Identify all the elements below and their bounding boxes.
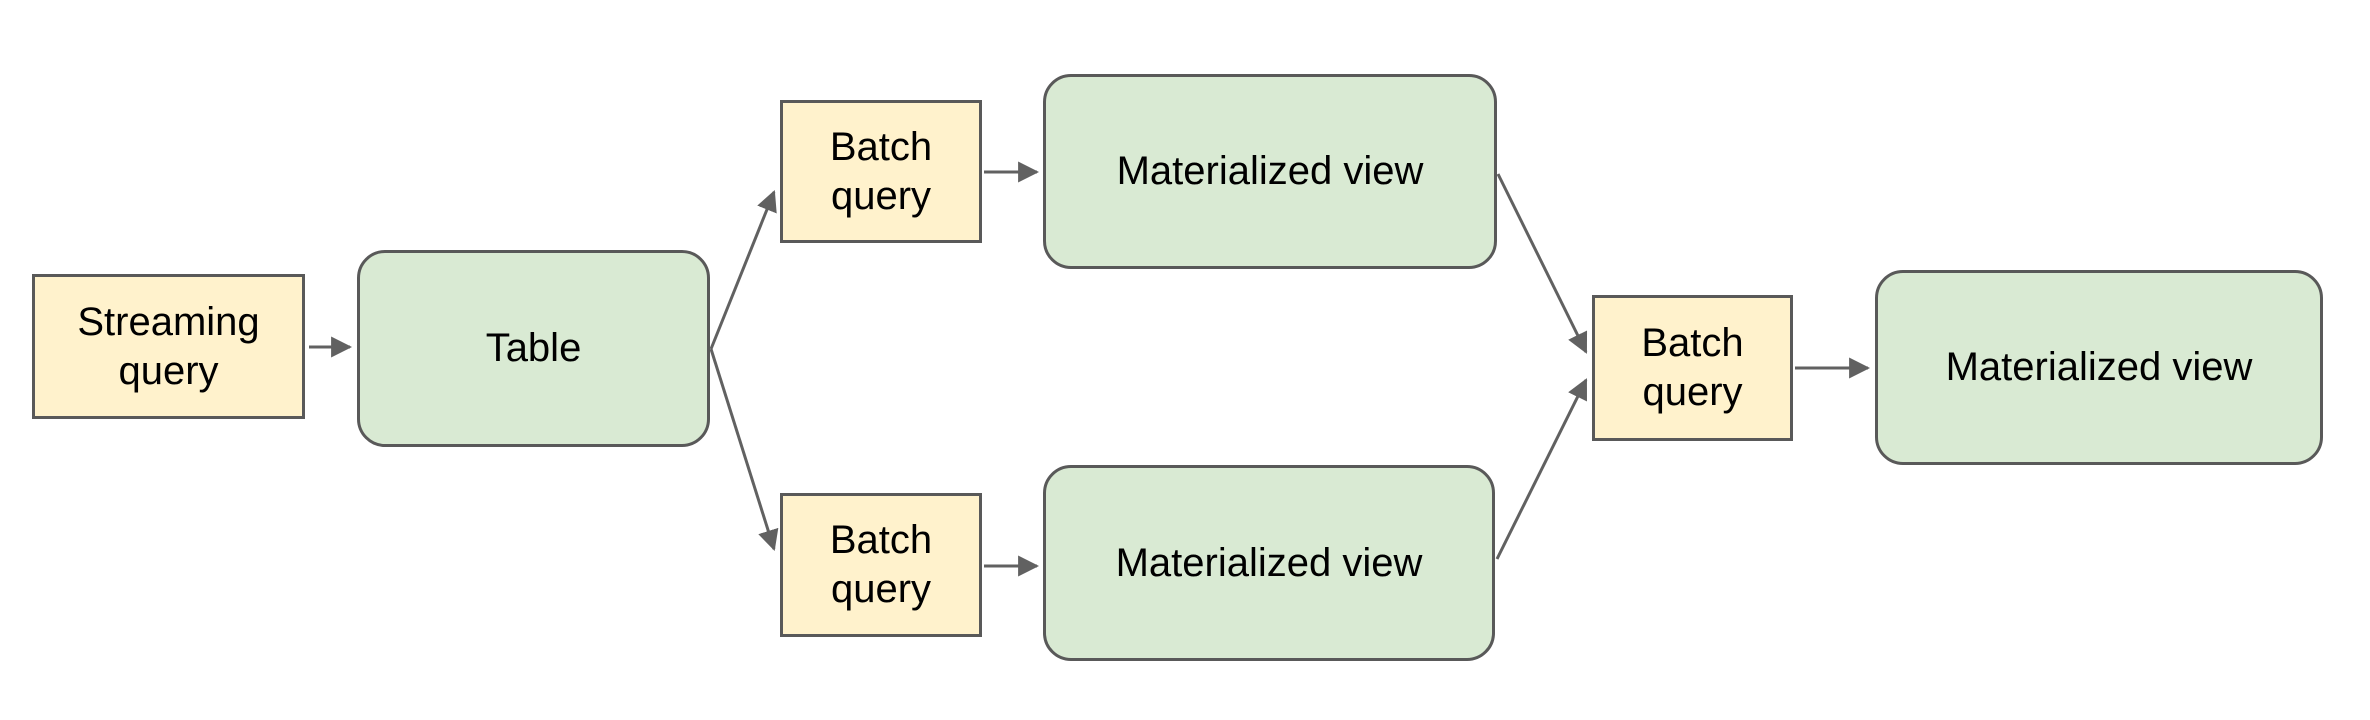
node-label: Streaming query bbox=[77, 299, 260, 393]
node-materialized-view-right: Materialized view bbox=[1875, 270, 2323, 465]
node-label: Batch query bbox=[1641, 321, 1744, 414]
node-label: Materialized view bbox=[1945, 345, 2253, 390]
node-batch-query-top: Batch query bbox=[780, 100, 982, 243]
node-batch-query-bottom: Batch query bbox=[780, 493, 982, 637]
node-materialized-view-top: Materialized view bbox=[1043, 74, 1497, 269]
node-materialized-view-bottom: Materialized view bbox=[1043, 465, 1495, 661]
node-label: Table bbox=[485, 326, 582, 371]
node-batch-query-right: Batch query bbox=[1592, 295, 1793, 441]
node-label: Batch query bbox=[829, 124, 933, 218]
node-table: Table bbox=[357, 250, 710, 447]
node-streaming-query: Streaming query bbox=[32, 274, 305, 419]
edge-table-to-batch-bottom bbox=[709, 348, 779, 552]
node-label: Materialized view bbox=[1115, 540, 1423, 585]
edge-mv-bottom-to-batch-right bbox=[1495, 378, 1588, 560]
node-label: Materialized view bbox=[1116, 149, 1424, 194]
edge-mv-top-to-batch-right bbox=[1496, 173, 1588, 354]
edge-table-to-batch-top bbox=[709, 190, 777, 350]
node-label: Batch query bbox=[829, 518, 933, 611]
